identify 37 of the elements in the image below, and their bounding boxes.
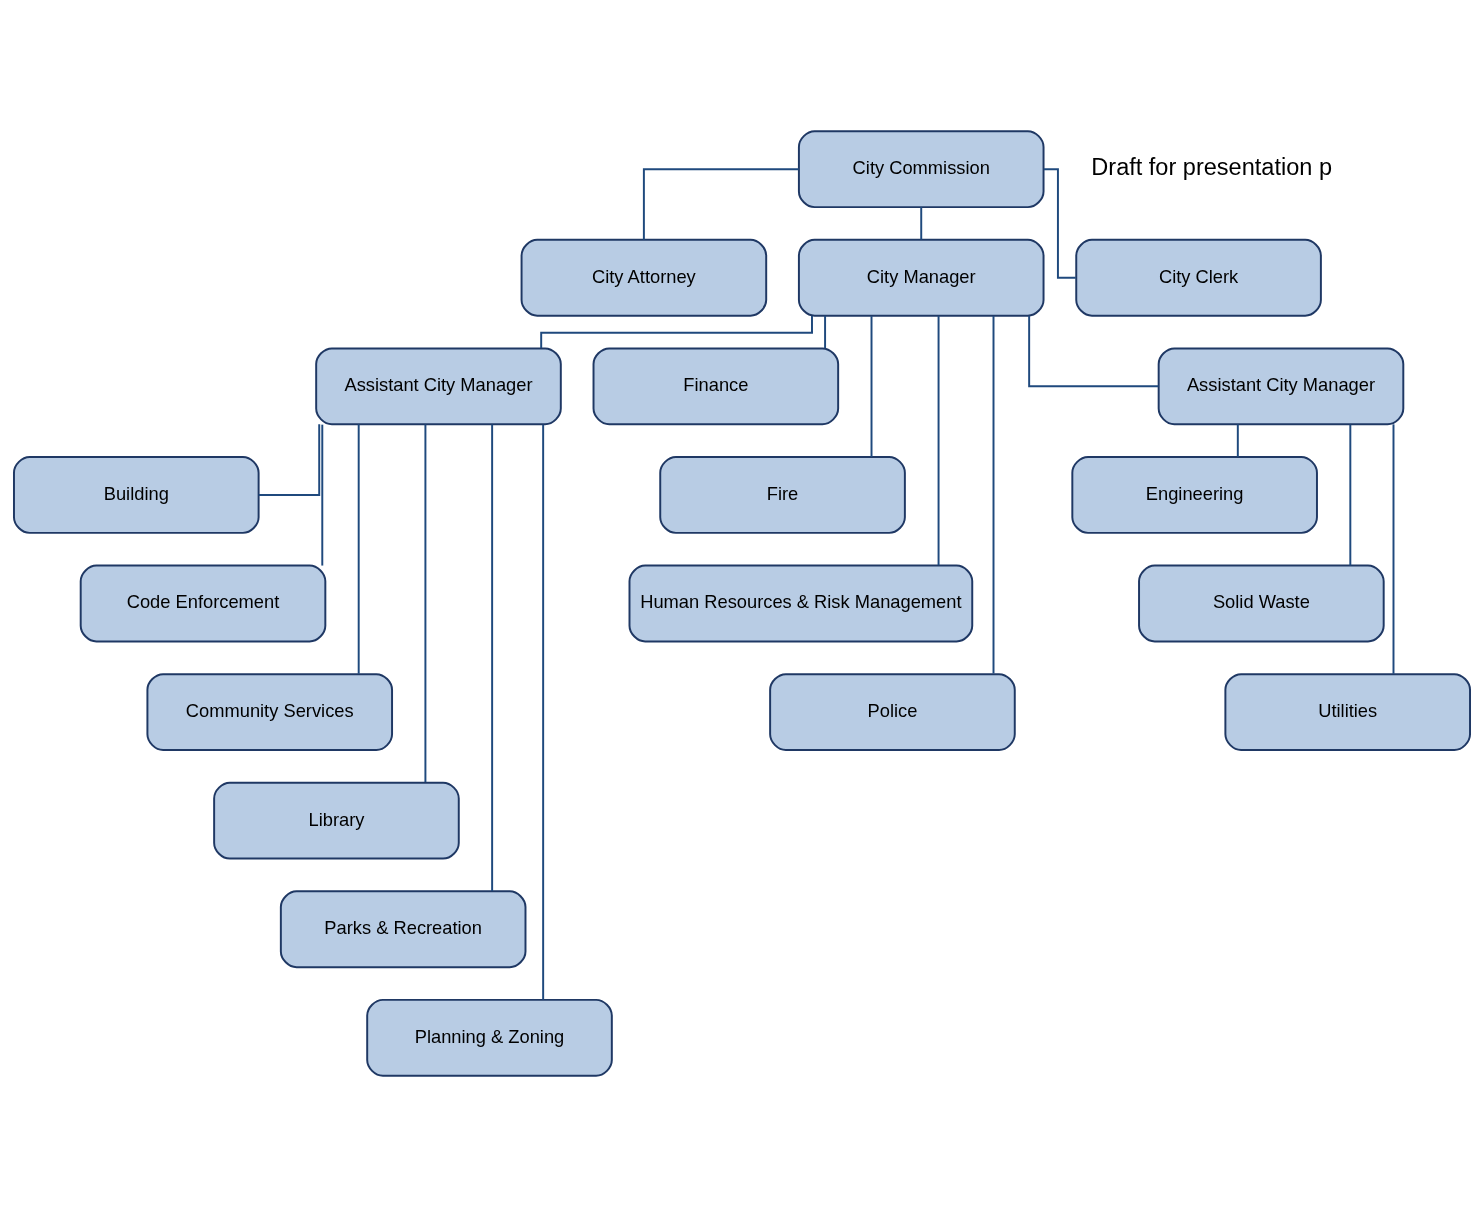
connector <box>357 423 360 675</box>
node-box: City Manager <box>797 238 1045 317</box>
connector <box>1392 423 1395 675</box>
connector <box>424 423 427 784</box>
connector <box>824 314 827 350</box>
node-box: Utilities <box>1224 673 1471 751</box>
node-box: Human Resources & Risk Management <box>628 564 974 643</box>
node-box: City Clerk <box>1075 238 1322 317</box>
node-box: Finance <box>592 347 840 426</box>
node-box: Planning & Zoning <box>366 998 613 1077</box>
connector <box>257 423 321 496</box>
connector <box>1349 423 1352 567</box>
node-box: Parks & Recreation <box>279 890 527 969</box>
node-box: Community Services <box>146 673 394 751</box>
node-box: Library <box>213 781 460 860</box>
connector <box>321 423 324 567</box>
connector <box>540 314 813 349</box>
connector <box>870 315 873 458</box>
connector <box>1028 314 1160 388</box>
connector <box>920 206 923 241</box>
label: Draft for presentation p <box>1091 153 1332 180</box>
node-box: Code Enforcement <box>79 564 327 643</box>
node-box: Police <box>769 673 1016 751</box>
connector <box>491 423 494 893</box>
node-box: Building <box>13 456 260 534</box>
connector <box>937 314 940 567</box>
connector <box>992 314 995 675</box>
node-box: Assistant City Manager <box>315 347 562 426</box>
node-box: Engineering <box>1071 456 1318 534</box>
node-box: Solid Waste <box>1138 564 1385 643</box>
connector <box>1236 423 1239 458</box>
node-box: City Commission <box>797 130 1045 209</box>
node-box: City Attorney <box>520 238 768 317</box>
node-box: Fire <box>659 456 906 534</box>
node-box: Assistant City Manager <box>1157 347 1405 426</box>
connector <box>642 168 800 241</box>
connector <box>542 423 545 1001</box>
